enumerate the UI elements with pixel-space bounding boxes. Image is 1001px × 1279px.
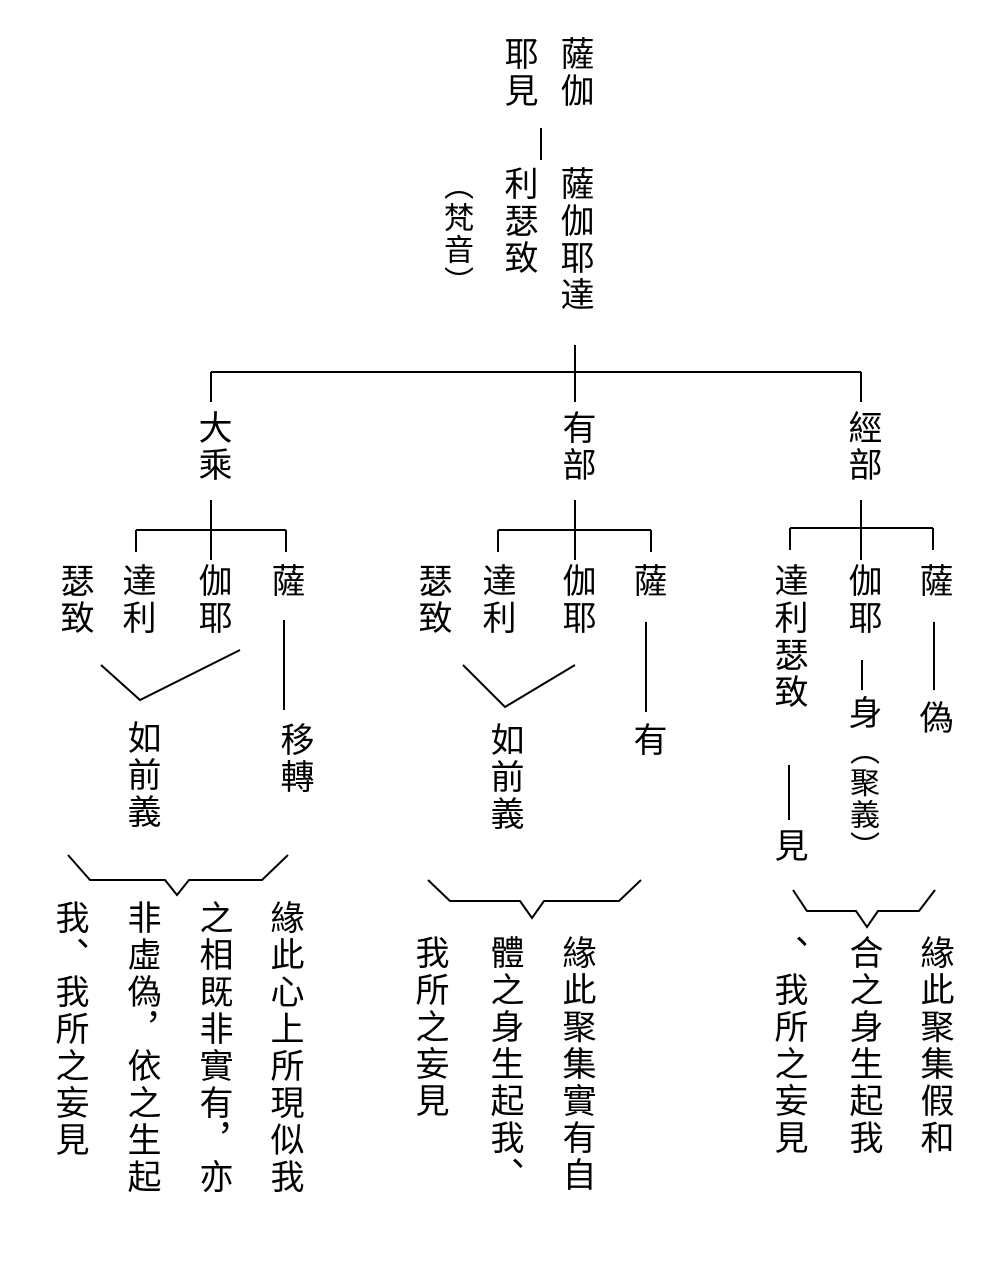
root-sanskrit-note: （梵音） xyxy=(438,170,473,298)
mahayana-gloss-sat: 移轉 xyxy=(274,722,314,796)
sarvastivada-term-kaya: 伽耶 xyxy=(556,563,596,637)
root-name-a: 薩伽 xyxy=(554,36,594,110)
sarvastivada-term-sat: 薩 xyxy=(627,563,667,600)
sarvastivada-gloss-sat: 有 xyxy=(627,722,667,759)
school-name-sarvastivada: 有部 xyxy=(556,410,596,484)
sautrantika-term-drsti: 達利瑟致 xyxy=(768,563,808,711)
sautrantika-term-sat: 薩 xyxy=(913,563,953,600)
sautrantika-gloss-sat: 偽 xyxy=(913,700,953,737)
mahayana-term-drsti-b: 瑟致 xyxy=(54,563,94,637)
sarvastivada-term-drsti-b: 瑟致 xyxy=(412,563,452,637)
school-name-mahayana: 大乘 xyxy=(192,410,232,484)
sarvastivada-conclusion-line-3: 我所之妄見 xyxy=(409,935,449,1120)
sarvastivada-gloss-rest: 如前義 xyxy=(484,722,524,833)
mahayana-merge-v xyxy=(100,649,241,702)
mahayana-term-kaya: 伽耶 xyxy=(192,563,232,637)
sautrantika-term-kaya: 伽耶 xyxy=(842,563,882,637)
sautrantika-gloss-kaya-note: （聚義） xyxy=(844,735,879,863)
sautrantika-conclusion-line-1: 緣此聚集假和 xyxy=(914,935,954,1157)
mahayana-conclusion-line-3: 非虛偽，依之生起 xyxy=(121,900,161,1196)
root-name-b: 耶見 xyxy=(498,36,538,110)
sautrantika-gloss-drsti: 見 xyxy=(768,828,808,865)
mahayana-conclusion-line-4: 我、我所之妄見 xyxy=(49,900,89,1159)
root-sanskrit-b: 利瑟致 xyxy=(498,166,538,277)
sarvastivada-conclusion-line-2: 體之身生起我、 xyxy=(484,935,524,1194)
sarvastivada-term-drsti-a: 達利 xyxy=(476,563,516,637)
mahayana-gloss-rest: 如前義 xyxy=(121,720,161,831)
sarvastivada-merge-v xyxy=(462,664,576,709)
sautrantika-conclusion-line-3: 、我所之妄見 xyxy=(768,935,808,1157)
mahayana-conclusion-line-2: 之相既非實有，亦 xyxy=(193,900,233,1196)
school-name-sautrantika: 經部 xyxy=(842,410,882,484)
mahayana-term-drsti-a: 達利 xyxy=(116,563,156,637)
sautrantika-bottom-brace xyxy=(792,889,936,929)
root-sanskrit-a: 薩伽耶達 xyxy=(554,166,594,314)
sautrantika-conclusion-line-2: 合之身生起我 xyxy=(843,935,883,1157)
sarvastivada-conclusion-line-1: 緣此聚集實有自 xyxy=(556,935,596,1194)
mahayana-term-sat: 薩 xyxy=(265,563,305,600)
sarvastivada-bottom-brace xyxy=(427,879,642,920)
sautrantika-gloss-kaya: 身 xyxy=(842,695,882,732)
mahayana-conclusion-line-1: 緣此心上所現似我 xyxy=(264,900,304,1196)
mahayana-bottom-brace xyxy=(67,854,289,897)
